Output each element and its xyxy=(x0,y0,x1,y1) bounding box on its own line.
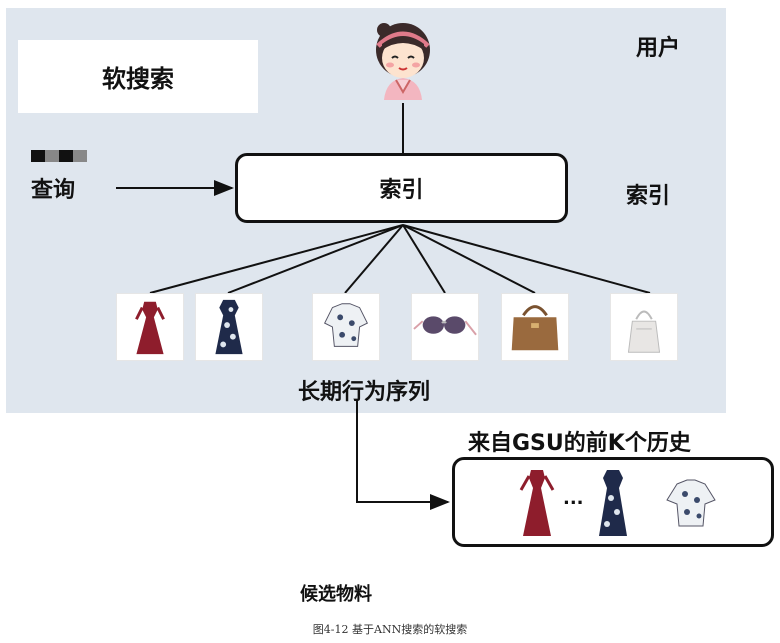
top-k-history-box: ... xyxy=(452,457,774,547)
soft-search-label: 软搜索 xyxy=(102,65,174,93)
query-indicator xyxy=(31,150,87,162)
index-side-label: 索引 xyxy=(626,184,671,209)
item-floral-top xyxy=(312,293,380,361)
floral-dress-icon xyxy=(215,299,243,355)
handbag-icon xyxy=(511,305,559,351)
sunglasses-icon xyxy=(413,316,477,336)
candidate-items-label: 候选物料 xyxy=(300,584,372,605)
figure-caption: 图4-12 基于ANN搜索的软搜索 xyxy=(312,623,468,636)
red-dress-icon xyxy=(519,470,555,536)
item-floral-dress xyxy=(195,293,263,361)
soft-search-box: 软搜索 xyxy=(18,40,258,113)
bucket-bag-icon xyxy=(627,310,661,353)
user-avatar-icon xyxy=(368,20,438,100)
history-floral-top xyxy=(661,466,721,540)
history-ellipsis: ... xyxy=(563,488,584,509)
index-box: 索引 xyxy=(235,153,568,223)
item-red-dress xyxy=(116,293,184,361)
history-title-label: 来自GSU的前K个历史 xyxy=(468,431,691,456)
history-floral-dress xyxy=(583,466,643,540)
query-label: 查询 xyxy=(31,178,76,203)
item-bucket-bag xyxy=(610,293,678,361)
floral-dress-icon xyxy=(599,470,627,536)
red-dress-icon xyxy=(135,301,165,355)
long-term-sequence-label: 长期行为序列 xyxy=(298,380,431,405)
index-box-label: 索引 xyxy=(379,178,424,203)
user-label: 用户 xyxy=(636,36,681,61)
item-sunglasses xyxy=(411,293,479,361)
floral-top-icon xyxy=(323,303,369,347)
history-red-dress xyxy=(507,466,567,540)
floral-top-icon xyxy=(666,479,716,527)
item-handbag xyxy=(501,293,569,361)
